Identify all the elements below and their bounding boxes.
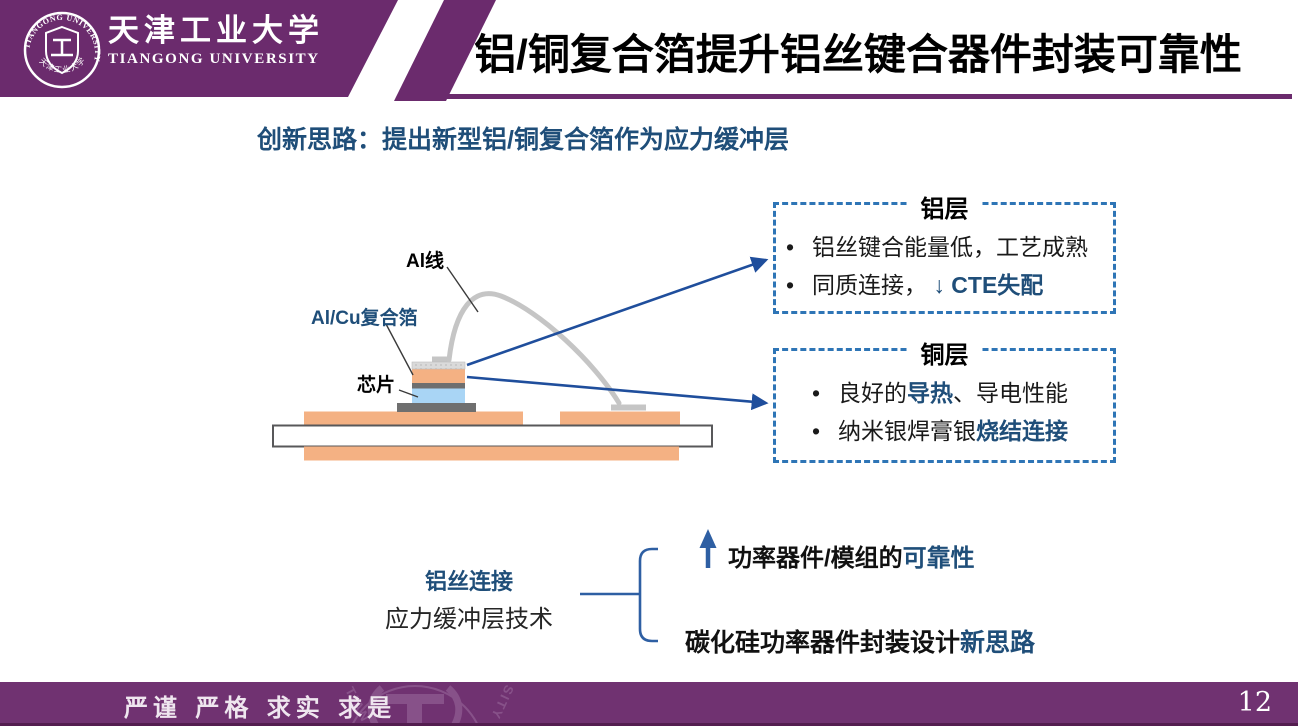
copper-base	[304, 446, 679, 461]
wire-leader-line	[446, 266, 479, 313]
result-2-black: 碳化硅功率器件封装设计	[685, 629, 961, 657]
die-attach-pad	[397, 403, 476, 412]
wire-label: Al线	[406, 251, 445, 272]
cu-bullet-1-blue: 导热	[907, 380, 953, 406]
foil-label: Al/Cu复合箔	[311, 308, 418, 329]
bullet-icon: •	[786, 272, 795, 298]
al-box-title: 铝层	[908, 189, 981, 224]
al-bullet-1: 铝丝键合能量低，工艺成熟	[812, 234, 1088, 260]
summary-left-label: 铝丝连接 应力缓冲层技术	[380, 564, 558, 634]
foil-leader-line	[385, 323, 414, 376]
summary-left-line1: 铝丝连接	[424, 569, 513, 594]
seal-shield-icon	[45, 25, 79, 75]
list-item: • 同质连接， ↓ CTE失配	[786, 266, 1107, 304]
substrate-board	[272, 411, 713, 461]
university-name-en: TIANGONG UNIVERSITY	[108, 51, 320, 68]
aluminum-foil-layer	[411, 361, 466, 370]
watermark-seal-icon: TIAN SITY	[342, 683, 517, 723]
bullet-icon: •	[812, 418, 821, 444]
cu-box-bullets: • 良好的导热、导电性能 • 纳米银焊膏银烧结连接	[776, 351, 1113, 450]
list-item: • 纳米银焊膏银烧结连接	[812, 412, 1107, 450]
copper-foil-layer	[412, 369, 465, 383]
summary-bracket	[580, 547, 658, 643]
bullet-icon: •	[786, 234, 795, 260]
copper-pad-right	[560, 411, 680, 426]
chip-label: 芯片	[357, 375, 396, 396]
cu-bullet-1-pre: 良好的	[838, 380, 907, 406]
result-2-blue: 新思路	[960, 629, 1036, 657]
title-underline	[420, 94, 1292, 99]
cu-layer-box: 铜层 • 良好的导热、导电性能 • 纳米银焊膏银烧结连接	[773, 335, 1116, 463]
cu-bullet-1: 良好的导热、导电性能	[838, 374, 1068, 412]
university-name: 天津工业大学 TIANGONG UNIVERSITY	[108, 14, 324, 68]
result-1-black: 功率器件/模组的	[728, 545, 903, 572]
al-layer-box: 铝层 • 铝丝键合能量低，工艺成熟 • 同质连接， ↓ CTE失配	[773, 189, 1116, 314]
page-title: 铝/铜复合箔提升铝丝键合器件封装可靠性	[474, 31, 1242, 78]
up-arrow-icon	[699, 529, 717, 568]
copper-pad-left	[304, 411, 523, 426]
composite-foil-stack	[397, 356, 476, 412]
bond-wire	[446, 291, 646, 411]
cu-bullet-1-post: 、导电性能	[953, 380, 1068, 406]
list-item: • 铝丝键合能量低，工艺成熟	[786, 228, 1107, 266]
al-bullet-2: 同质连接， ↓ CTE失配	[812, 266, 1043, 304]
cu-bullet-2: 纳米银焊膏银烧结连接	[838, 412, 1068, 450]
chip-layer	[412, 388, 465, 403]
chip-leader-line	[398, 389, 419, 398]
result-line-2: 碳化硅功率器件封装设计新思路	[685, 623, 1035, 659]
subtitle: 创新思路：提出新型铝/铜复合箔作为应力缓冲层	[257, 126, 789, 154]
university-seal-icon: TIANGONG UNIVERSITY 天津工业大学	[22, 11, 101, 89]
sinter-layer	[412, 383, 465, 389]
cu-bullet-2-blue: 烧结连接	[976, 418, 1068, 444]
al-box-bullets: • 铝丝键合能量低，工艺成熟 • 同质连接， ↓ CTE失配	[776, 205, 1113, 304]
leader-lines	[385, 266, 479, 398]
summary-left-line2: 应力缓冲层技术	[385, 606, 553, 633]
page-number: 12	[1237, 687, 1272, 718]
arrow-to-al-box	[466, 256, 769, 367]
bullet-icon: •	[812, 380, 821, 406]
watermark-text-right: SITY	[488, 683, 517, 723]
cu-box-title: 铜层	[908, 335, 981, 370]
header-banner	[0, 0, 398, 97]
seal-gong-glyph-icon	[51, 38, 73, 57]
al-bullet-2-black: 同质连接，	[812, 272, 934, 298]
ceramic-board	[272, 424, 713, 448]
university-motto: 严谨 严格 求实 求是	[124, 693, 397, 722]
result-line-1: 功率器件/模组的可靠性	[728, 538, 975, 573]
wire-bond-foot	[432, 356, 450, 363]
al-bullet-2-blue: ↓ CTE失配	[933, 272, 1044, 298]
university-name-cn: 天津工业大学	[108, 13, 324, 49]
wire-landing-foot	[611, 404, 646, 411]
arrow-to-cu-box	[466, 375, 769, 411]
result-1-blue: 可靠性	[902, 545, 975, 572]
footer-bar: TIAN SITY 严谨 严格 求实 求是 12	[0, 682, 1298, 726]
cu-bullet-2-pre: 纳米银焊膏银	[838, 418, 976, 444]
list-item: • 良好的导热、导电性能	[812, 374, 1107, 412]
